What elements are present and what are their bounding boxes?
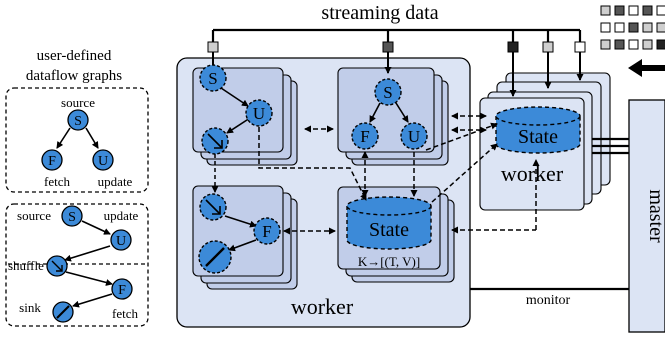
state-label-main: State: [369, 219, 409, 241]
graph1-update-label: update: [98, 174, 133, 189]
master-links: [470, 137, 629, 291]
svg-text:U: U: [408, 127, 420, 146]
worker-node-s-2: S: [374, 78, 402, 106]
graph2-sink-node: [52, 301, 74, 323]
svg-text:F: F: [48, 154, 56, 169]
graph1-node-f: F: [41, 149, 63, 171]
svg-text:S: S: [74, 114, 82, 129]
worker-sink-node: [198, 240, 232, 274]
svg-text:F: F: [360, 127, 369, 146]
incoming-arrow-icon: [628, 59, 665, 77]
worker-node-u-2: U: [400, 122, 428, 150]
right-worker-label: worker: [501, 161, 564, 186]
svg-text:U: U: [116, 234, 126, 249]
graphs-title-line2: dataflow graphs: [26, 68, 122, 84]
graph2-update-label: update: [104, 208, 139, 223]
worker-shuffle-node-2: [199, 193, 227, 221]
worker-node-f-3: F: [253, 217, 281, 245]
graph1-node-u: U: [92, 149, 114, 171]
graph2-node-s: S: [61, 205, 83, 227]
stream-tokens: [207, 41, 586, 53]
svg-text:U: U: [98, 154, 108, 169]
master-panel: [628, 99, 665, 333]
svg-text:F: F: [118, 283, 126, 298]
state-mapping-label: K→[(T, V)]: [358, 254, 420, 269]
worker-node-f-2: F: [351, 122, 379, 150]
worker-node-s-1: S: [199, 64, 227, 92]
monitor-label: monitor: [526, 293, 571, 308]
graph1-fetch-label: fetch: [44, 174, 70, 189]
worker-node-u-1: U: [245, 99, 273, 127]
svg-text:S: S: [208, 69, 217, 88]
svg-text:S: S: [383, 83, 392, 102]
graph2-source-label: source: [17, 208, 51, 223]
svg-text:U: U: [253, 104, 265, 123]
graph2-shuffle-label: shuffle: [8, 258, 44, 273]
graph2-sink-label: sink: [19, 300, 41, 315]
stream-bus: [211, 28, 582, 45]
graph1-node-s: S: [67, 109, 89, 131]
state-store-right: [495, 106, 581, 154]
worker-shuffle-node-1: [201, 127, 229, 155]
graph2-shuffle-node: [46, 255, 68, 277]
graph2-node-u: U: [110, 229, 132, 251]
state-store-main: [346, 196, 432, 250]
graph1-box: [5, 87, 149, 193]
graph1-source-label: source: [61, 95, 95, 110]
master-label: master: [645, 189, 665, 243]
graph2-node-f: F: [111, 278, 133, 300]
graph2-fetch-label: fetch: [112, 306, 138, 321]
streaming-data-label: streaming data: [321, 2, 438, 24]
main-worker-label: worker: [291, 294, 354, 319]
svg-text:S: S: [68, 210, 76, 225]
incoming-data-squares: [600, 5, 665, 50]
graphs-title-line1: user-defined: [37, 48, 112, 64]
svg-text:F: F: [262, 222, 271, 241]
state-label-right: State: [518, 126, 558, 148]
